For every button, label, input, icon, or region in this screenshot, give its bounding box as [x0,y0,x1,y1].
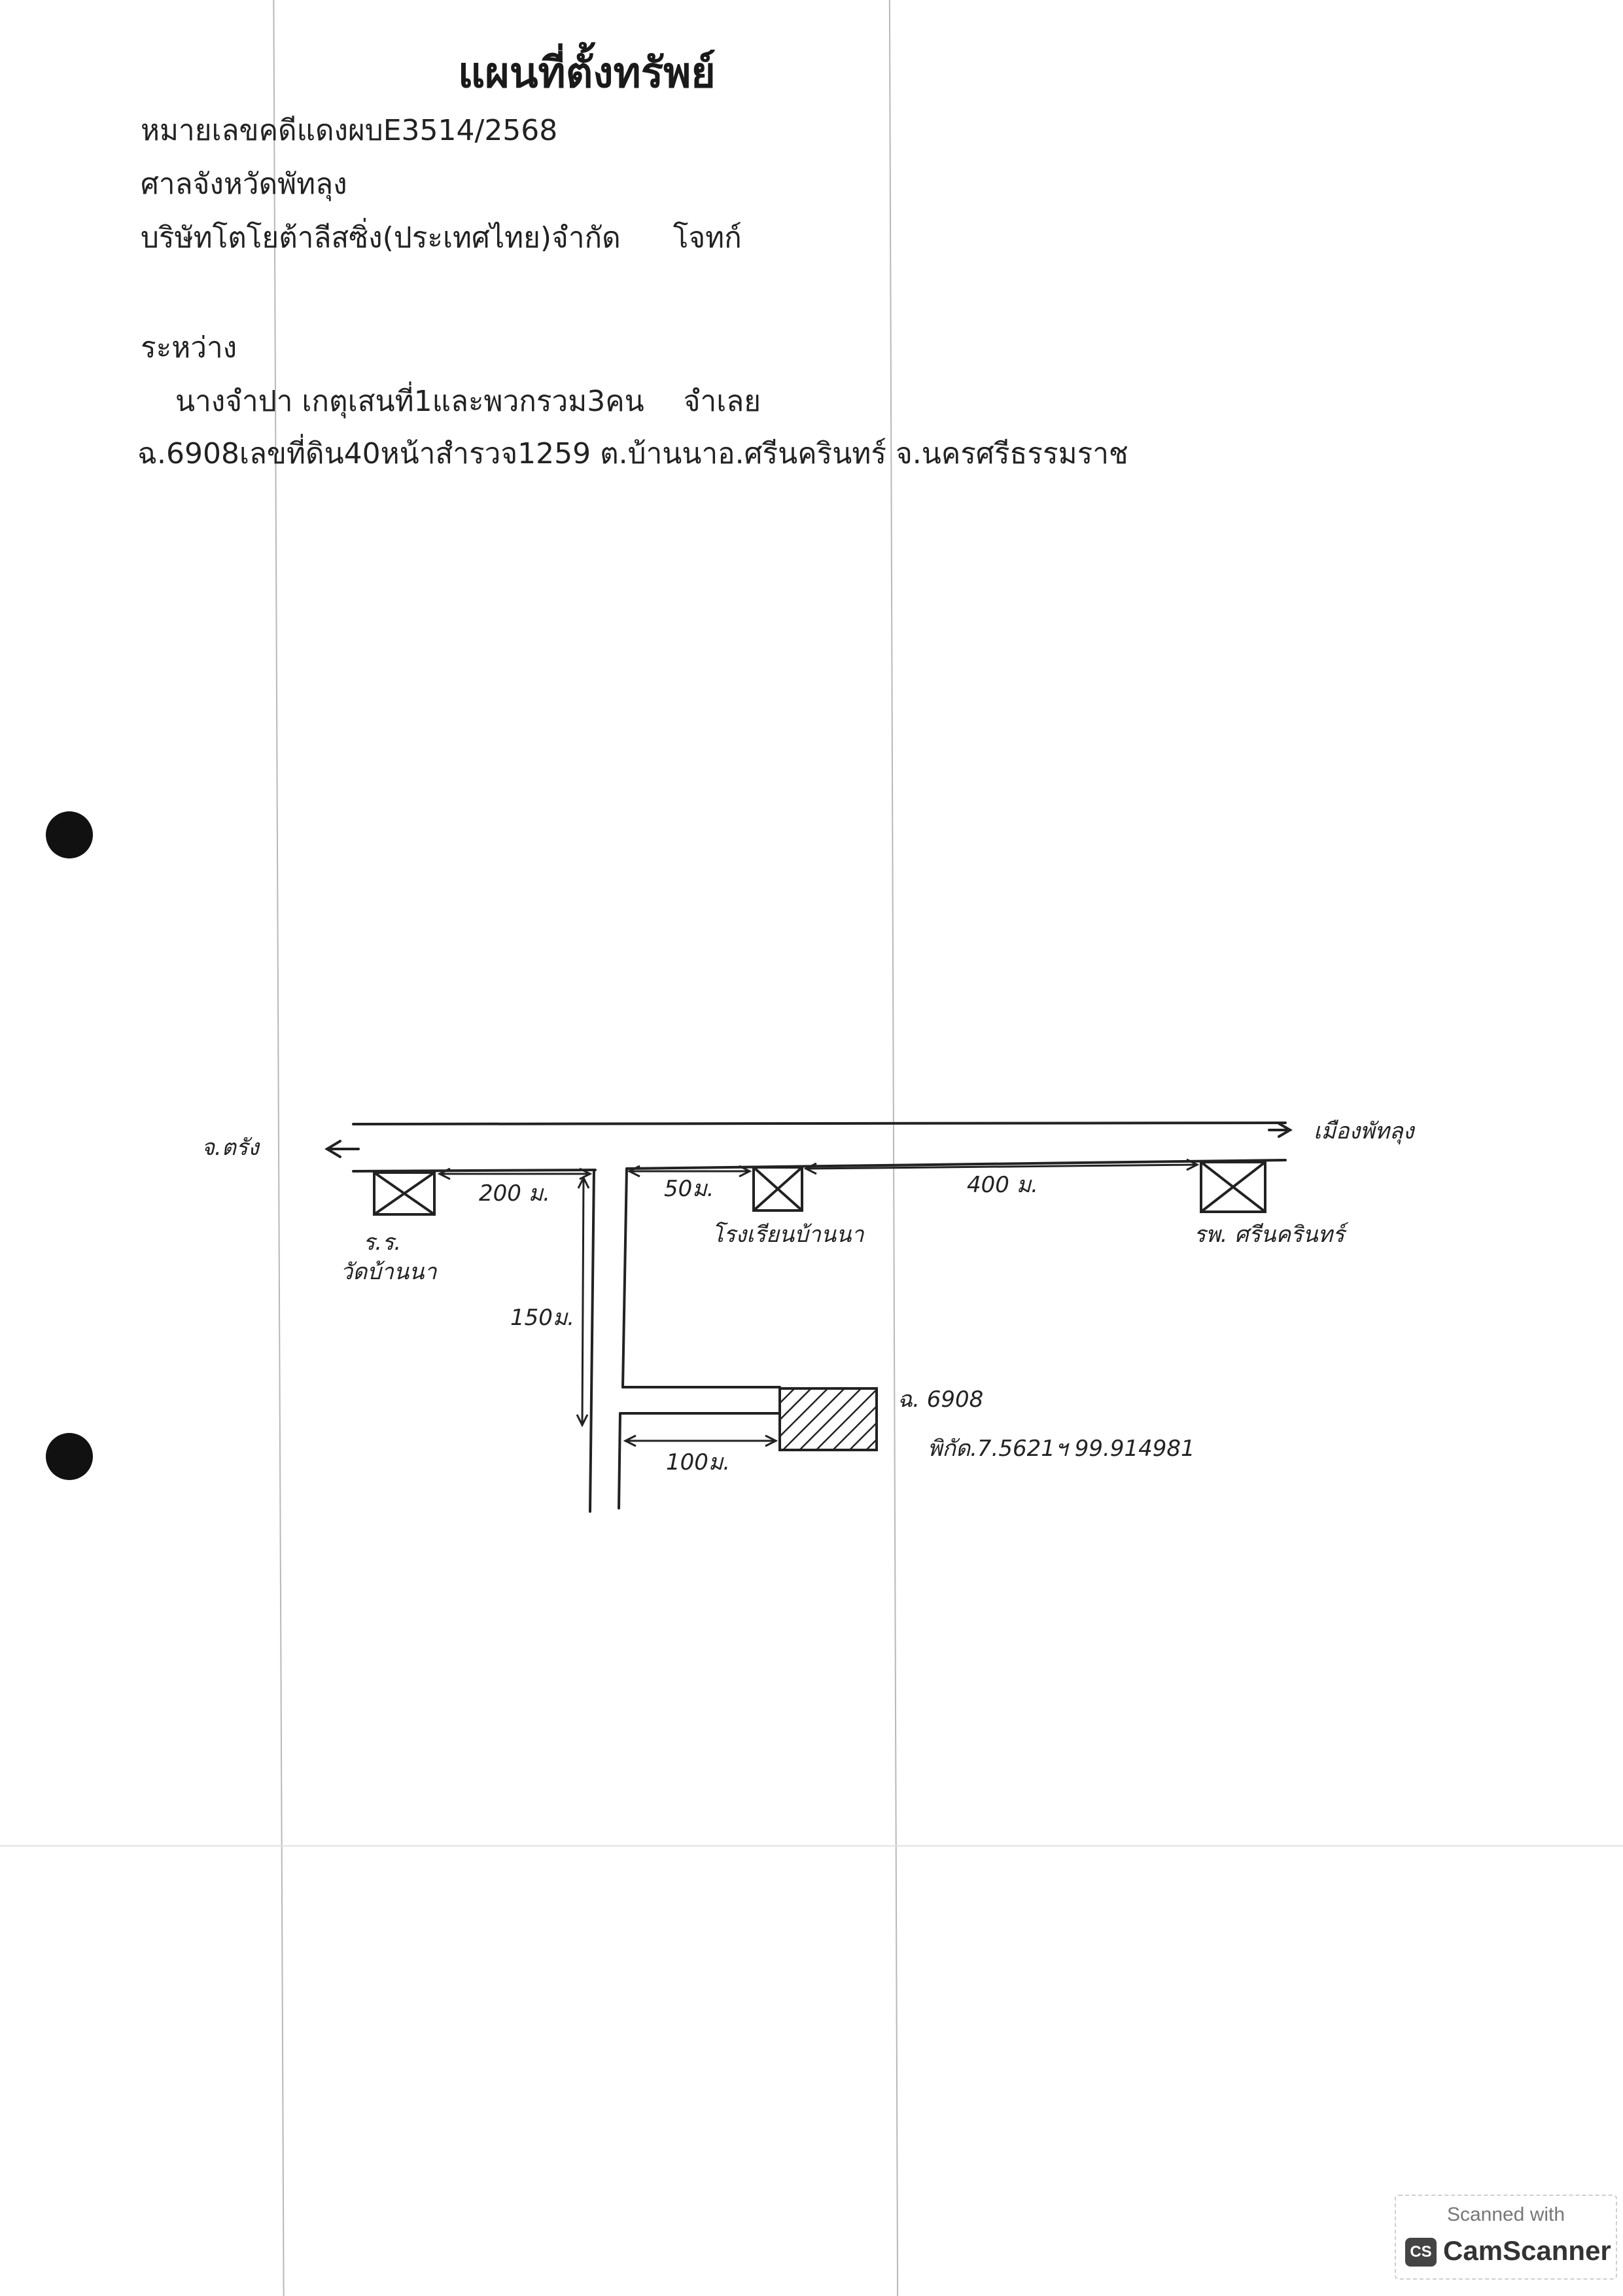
temple-marker [373,1171,436,1216]
dim-400-label: 400 ม. [967,1172,1038,1198]
parcel-coordinates: พิกัด.7.5621ฯ 99.914981 [928,1436,1195,1462]
defendant-role: จำเลย [683,385,761,418]
plaintiff-line: บริษัทโตโยต้าลีสซิ่ง(ประเทศไทย)จำกัด โจทก… [141,224,742,253]
defendant-line: นางจำปา เกตุเสนที่1และพวกรวม3คน จำเลย [175,387,761,416]
punch-hole [46,811,93,858]
road-right-label: เมืองพัทลุง [1314,1118,1416,1144]
court-name: ศาลจังหวัดพัทลุง [141,168,347,201]
between-label: ระหว่าง [141,331,237,364]
arrow-head-left [324,1140,341,1158]
property-parcel [778,1387,878,1451]
scanner-caption: Scanned with [1446,2204,1565,2225]
dim-150-label: 150ม. [510,1305,574,1331]
dim-50-label: 50ม. [664,1176,714,1202]
plaintiff-role: โจทก์ [672,221,742,255]
temple-label: วัดบ้านนา [340,1259,437,1285]
fold-line [0,1845,1623,1846]
arrow-head-right [1278,1122,1293,1138]
side-road-right-edge [621,1167,628,1388]
school-label: โรงเรียนบ้านนา [712,1222,864,1248]
hospital-marker [1200,1161,1266,1213]
road-left-label: จ.ตรัง [201,1135,260,1161]
school-marker [752,1166,803,1212]
parcel-label: ฉ. 6908 [898,1386,983,1413]
temple-code: ร.ร. [363,1229,401,1256]
main-road-bottom-edge-left [352,1169,597,1173]
main-road-bottom-edge-right [625,1159,1287,1170]
property-description: ฉ.6908เลขที่ดิน40หน้าสำรวจ1259 ต.บ้านนาอ… [137,437,1128,470]
side-road-left-edge [589,1169,595,1513]
punch-hole [46,1433,93,1480]
dim-100-label: 100ม. [666,1449,730,1475]
main-road-top-edge [352,1122,1287,1125]
hospital-label: รพ. ศรีนครินทร์ [1194,1222,1349,1248]
defendant-name: นางจำปา เกตุเสนที่1และพวกรวม3คน [175,385,644,418]
case-number: หมายเลขคดีแดงผบE3514/2568 [141,114,558,147]
dim-400 [805,1163,1198,1170]
plaintiff-name: บริษัทโตโยต้าลีสซิ่ง(ประเทศไทย)จำกัด [141,221,621,255]
camscanner-badge: Scanned with CS CamScanner [1395,2195,1617,2280]
side-road-lower-edge [618,1412,621,1510]
scanner-brand: CamScanner [1443,2235,1611,2266]
dim-150 [581,1177,585,1426]
camscanner-logo-icon: CS [1405,2238,1437,2267]
dim-200-label: 200 ม. [479,1180,550,1207]
page-title: แผนที่ตั้งทรัพย์ [458,49,716,97]
